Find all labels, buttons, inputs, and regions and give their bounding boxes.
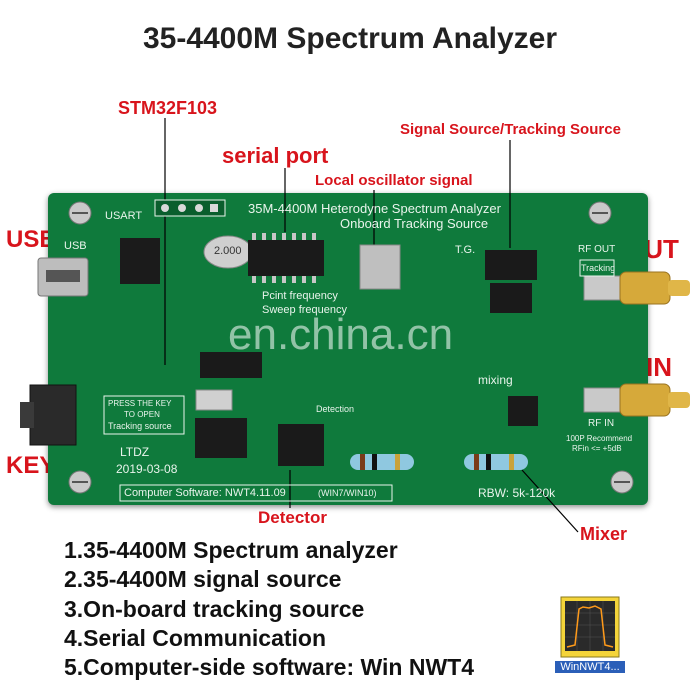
- board-software: Computer Software: NWT4.11.09: [124, 487, 286, 499]
- board-tg: T.G.: [455, 244, 476, 256]
- callout-key: KEY: [6, 452, 56, 479]
- tracking-box: [579, 259, 615, 277]
- board-rbw: RBW: 5k-120k: [478, 486, 556, 500]
- board-rf-out: RF OUT: [578, 244, 616, 255]
- board-mixing: mixing: [478, 373, 513, 387]
- callout-serial-port: serial port: [222, 143, 329, 168]
- regulator-top: [120, 238, 160, 284]
- serial-chip: [248, 233, 324, 283]
- watermark: en.china.cn: [228, 310, 454, 359]
- board-date: 2019-03-08: [116, 462, 178, 476]
- board-usb: USB: [64, 240, 87, 252]
- board-pcint-1: Pcint frequency: [262, 290, 338, 302]
- board-rf-in: RF IN: [588, 418, 615, 429]
- board-usart: USART: [105, 210, 143, 222]
- detector-chip: [278, 424, 324, 466]
- tracking-chip-2: [490, 283, 532, 313]
- callout-stm32: STM32F103: [118, 98, 218, 118]
- sma-out-connector: [583, 271, 690, 305]
- callout-mixer: Mixer: [580, 524, 628, 544]
- screw-top-right: [588, 201, 612, 225]
- board-os: (WIN7/WIN10): [318, 488, 377, 498]
- local-oscillator-module: [359, 244, 401, 290]
- feature-item-2: 2.35-4400M signal source: [64, 566, 342, 592]
- winnwt4-app-icon[interactable]: WinNWT4...: [555, 595, 625, 681]
- resistor-right: [464, 454, 528, 470]
- tracking-source-chip: [485, 250, 537, 280]
- app-icon-label: WinNWT4...: [555, 661, 625, 673]
- feature-item-3: 3.On-board tracking source: [64, 596, 365, 622]
- screw-top-left: [68, 201, 92, 225]
- callout-in: IN: [646, 352, 672, 382]
- board-key-3: Tracking source: [108, 421, 172, 431]
- board-pcint-2: Sweep frequency: [262, 304, 347, 316]
- board-ltdz: LTDZ: [120, 445, 150, 459]
- resistor-left: [350, 454, 414, 470]
- feature-item-1: 1.35-4400M Spectrum analyzer: [64, 537, 398, 563]
- screw-bottom-right: [610, 470, 634, 494]
- key-jack: [29, 384, 77, 446]
- board-detection: Detection: [316, 404, 355, 414]
- board-recommend-1: 100P Recommend: [566, 434, 633, 443]
- key-label-box: [103, 395, 185, 435]
- board-crystal: 2.000: [214, 245, 242, 257]
- callout-signal-source: Signal Source/Tracking Source: [400, 121, 621, 138]
- regulator-bottom: [195, 418, 247, 458]
- board-heading-1: 35M-4400M Heterodyne Spectrum Analyzer: [248, 201, 501, 216]
- board-key-1: PRESS THE KEY: [108, 399, 172, 408]
- software-box: [119, 484, 393, 502]
- spectrum-icon: [560, 596, 620, 658]
- board-heading-2: Onboard Tracking Source: [340, 216, 489, 231]
- board-recommend-2: RFin <= +5dB: [572, 444, 622, 453]
- feature-item-5: 5.Computer-side software: Win NWT4: [64, 654, 474, 680]
- leader-line-mixer: [521, 469, 579, 533]
- mixer-chip: [508, 396, 538, 426]
- board-tracking: Tracking: [581, 263, 616, 273]
- small-crystal: [195, 389, 233, 411]
- usart-header: [154, 199, 226, 217]
- feature-item-4: 4.Serial Communication: [64, 625, 327, 651]
- mcu-chip: [200, 352, 262, 378]
- sma-in-connector: [583, 383, 690, 417]
- callout-local-oscillator: Local oscillator signal: [315, 172, 473, 189]
- board-key-2: TO OPEN: [124, 410, 160, 419]
- screw-bottom-left: [68, 470, 92, 494]
- page-title: 35-4400M Spectrum Analyzer: [142, 22, 558, 55]
- callout-detector: Detector: [258, 508, 327, 527]
